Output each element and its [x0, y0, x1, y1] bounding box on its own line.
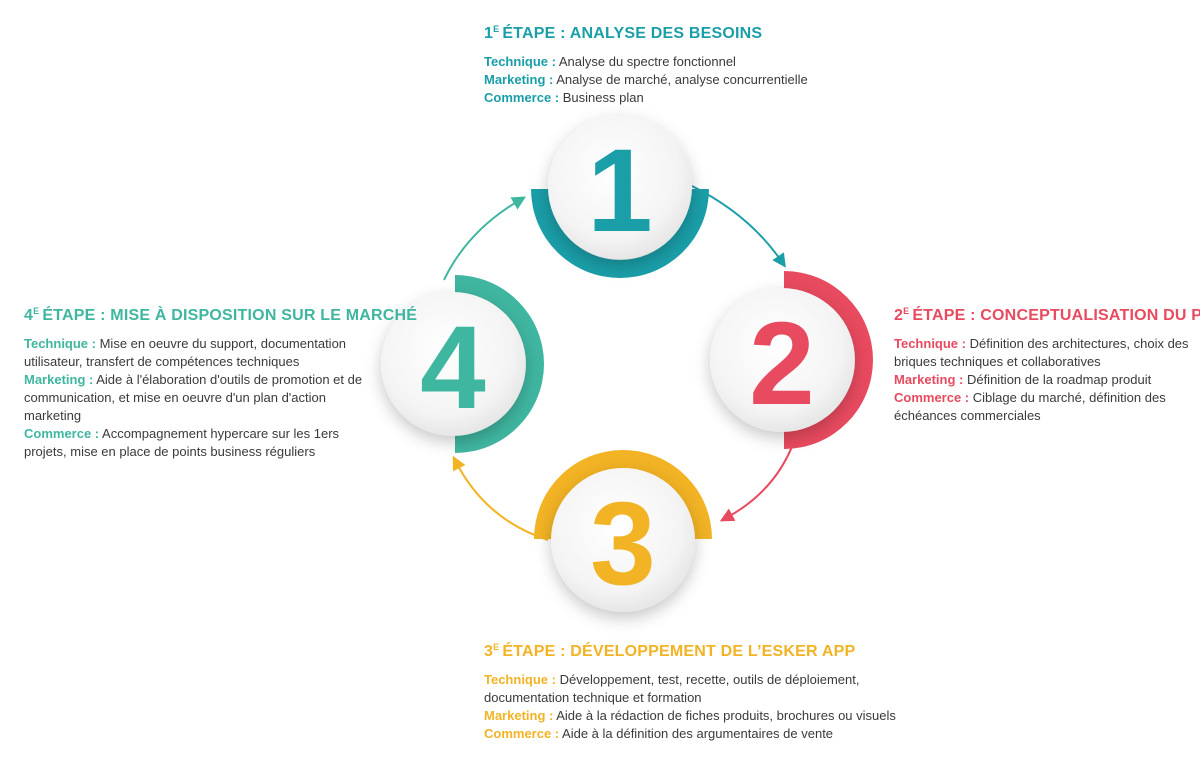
stage-2-commerce-label: Commerce : [894, 390, 970, 405]
stage-2-marketing: Marketing : Définition de la roadmap pro… [894, 371, 1194, 389]
stage-2-marketing-text: Définition de la roadmap produit [963, 372, 1152, 387]
stage-1-title-text: ÉTAPE : ANALYSE DES BESOINS [502, 25, 763, 42]
stage-2-commerce: Commerce : Ciblage du marché, définition… [894, 389, 1194, 425]
stage-4-circle [381, 292, 525, 436]
stage-2-title-text: ÉTAPE : CONCEPTUALISATION DU PROJET [912, 307, 1200, 324]
stage-3-circle [551, 468, 695, 612]
arrow-3-to-4 [452, 455, 549, 541]
stage-1-marketing: Marketing : Analyse de marché, analyse c… [484, 71, 904, 89]
stage-1-circle [548, 115, 692, 259]
stage-2-commerce-text: Ciblage du marché, définition des échéan… [894, 390, 1166, 423]
stage-4-technique: Technique : Mise en oeuvre du support, d… [24, 335, 364, 371]
stage-1-commerce-label: Commerce : [484, 90, 560, 105]
stage-2-technique: Technique : Définition des architectures… [894, 335, 1194, 371]
stage-4-title-text: ÉTAPE : MISE À DISPOSITION SUR LE MARCHÉ [42, 307, 418, 324]
stage-3-marketing: Marketing : Aide à la rédaction de fiche… [484, 707, 944, 725]
stage-2-title-sup: E [903, 306, 910, 316]
stage-4-commerce: Commerce : Accompagnement hypercare sur … [24, 425, 364, 461]
stage-2-technique-label: Technique : [894, 336, 966, 351]
stage-2-number: 2 [749, 298, 815, 430]
stage-1-technique: Technique : Analyse du spectre fonctionn… [484, 53, 904, 71]
stage-1-technique-label: Technique : [484, 54, 556, 69]
stage-3-number: 3 [590, 478, 656, 610]
stage-2-marketing-label: Marketing : [894, 372, 964, 387]
stage-3-technique: Technique : Développement, test, recette… [484, 671, 944, 707]
stage-3-commerce-label: Commerce : [484, 726, 560, 741]
stage-4-marketing-text: Aide à l'élaboration d'outils de promoti… [24, 372, 363, 423]
stage-3-commerce: Commerce : Aide à la définition des argu… [484, 725, 944, 743]
stage-1-arc [531, 189, 709, 278]
stage-2-technique-text: Définition des architectures, choix des … [894, 336, 1189, 369]
stage-4-commerce-text: Accompagnement hypercare sur les 1ers pr… [24, 426, 340, 459]
stage-3-marketing-text: Aide à la rédaction de fiches produits, … [553, 708, 896, 723]
stage-3-title-text: ÉTAPE : DÉVELOPPEMENT DE L’ESKER APP [502, 643, 856, 660]
stage-1-commerce-text: Business plan [559, 90, 644, 105]
stage-4-title-sup: E [33, 306, 40, 316]
stage-4-title-num: 4 [24, 307, 34, 324]
stage-4-marketing: Marketing : Aide à l'élaboration d'outil… [24, 371, 364, 425]
stage-3-marketing-label: Marketing : [484, 708, 554, 723]
stage-4-arc [455, 275, 544, 453]
stage-2-arc [784, 271, 873, 449]
stage-4-marketing-label: Marketing : [24, 372, 94, 387]
stage-3-commerce-text: Aide à la définition des argumentaires d… [559, 726, 834, 741]
stage-4-technique-text: Mise en oeuvre du support, documentation… [24, 336, 347, 369]
stage-1-marketing-text: Analyse de marché, analyse concurrentiel… [553, 72, 808, 87]
stage-3-title-num: 3 [484, 643, 494, 660]
stage-1-title-num: 1 [484, 25, 494, 42]
stage-1-technique-text: Analyse du spectre fonctionnel [555, 54, 736, 69]
stage-3-title-sup: E [493, 642, 500, 652]
stage-1-marketing-label: Marketing : [484, 72, 554, 87]
stage-1-number: 1 [587, 125, 653, 257]
stage-4-number: 4 [420, 302, 486, 434]
stage-3-technique-text: Développement, test, recette, outils de … [484, 672, 860, 705]
stage-2-title-num: 2 [894, 307, 904, 324]
stage-3-arc [534, 450, 712, 539]
stage-3-technique-label: Technique : [484, 672, 556, 687]
stage-1-title-sup: E [493, 24, 500, 34]
stage-2-circle [710, 288, 854, 432]
stage-1-commerce: Commerce : Business plan [484, 89, 904, 107]
stage-4-commerce-label: Commerce : [24, 426, 100, 441]
stage-4-technique-label: Technique : [24, 336, 96, 351]
arrow-4-to-1 [443, 196, 527, 281]
